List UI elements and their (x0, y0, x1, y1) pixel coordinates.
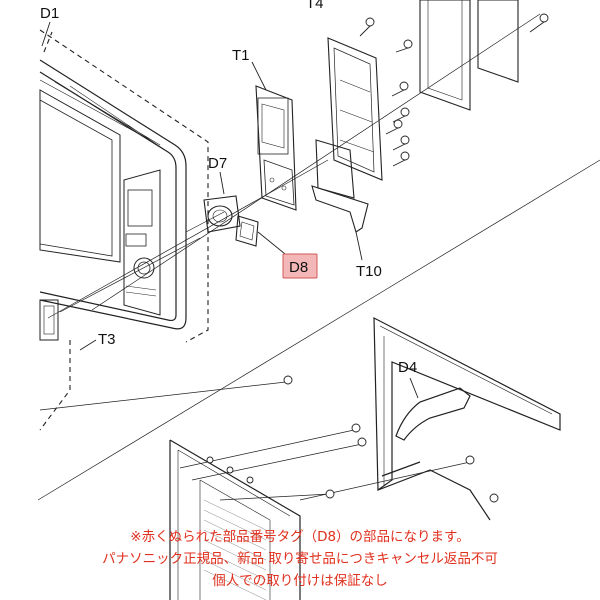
front-panel-d1 (39, 59, 187, 341)
d8-highlight-tag (282, 253, 318, 279)
notice-line-2: パナソニック正規品、新品 取り寄せ品につきキャンセル返品不可 (102, 551, 498, 567)
mesh-pattern (203, 499, 267, 600)
t3-leader-line (79, 339, 97, 351)
part-d8 (235, 215, 259, 247)
t1-leader-line (251, 61, 267, 91)
notice-line-3: 個人での取り付けは保証なし (212, 573, 388, 589)
label-t4: T4 (306, 0, 324, 12)
part-d7 (203, 195, 241, 233)
label-t1: T1 (232, 47, 250, 64)
label-t3: T3 (98, 331, 116, 348)
label-d7: D7 (208, 155, 227, 172)
cavity-panel (169, 439, 301, 600)
label-t10: T10 (356, 263, 382, 280)
assembly-guide-lines (37, 13, 600, 501)
part-t1-board (255, 85, 297, 211)
t10-leader-line (355, 231, 363, 261)
screw-set (359, 13, 549, 167)
parts-notice: ※赤くぬられた部品番号タグ（D8）の部品になります。 パナソニック正規品、新品 … (0, 526, 600, 592)
side-panel-set (419, 0, 519, 111)
d7-leader-line (219, 171, 225, 195)
d1-group-boundary (39, 29, 209, 431)
d1-leader-line (41, 21, 51, 47)
door-frame-assembly (373, 317, 561, 521)
label-d1: D1 (40, 5, 59, 22)
part-d4-handle (395, 387, 471, 441)
label-d8: D8 (289, 259, 308, 276)
d4-leader-line (409, 377, 419, 399)
lower-screws (206, 375, 499, 503)
notice-line-1: ※赤くぬられた部品番号タグ（D8）の部品になります。 (130, 529, 470, 545)
part-t4-bracket (311, 37, 383, 233)
label-d4: D4 (398, 359, 417, 376)
